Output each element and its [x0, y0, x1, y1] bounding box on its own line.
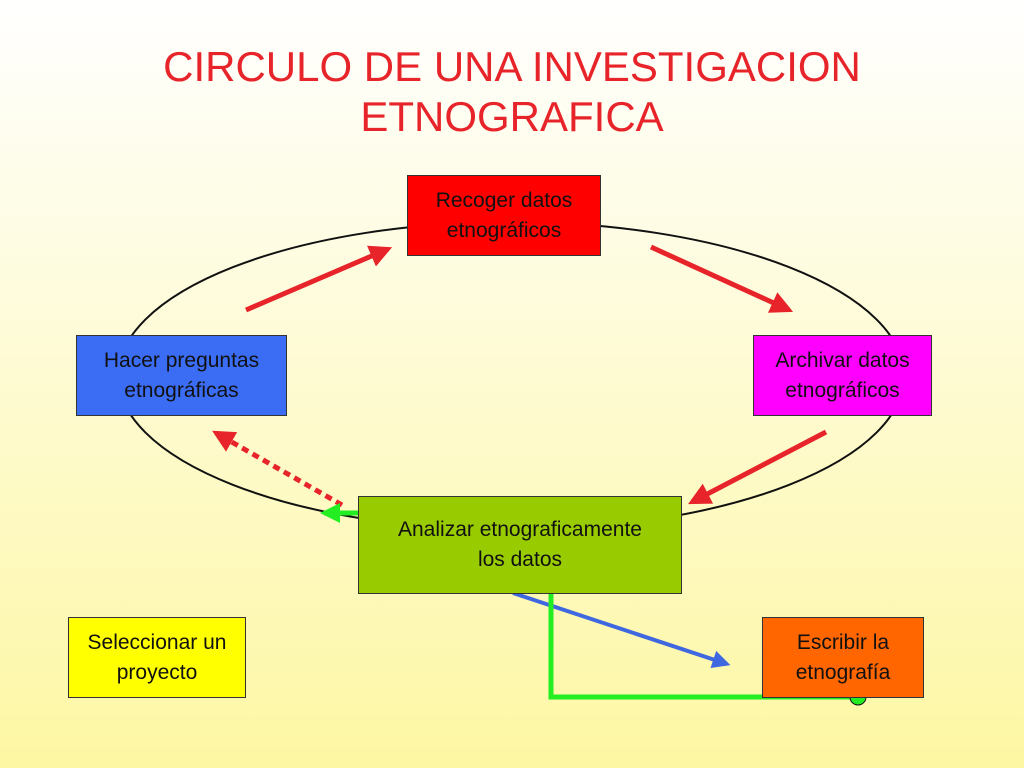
node-analizar-line-2: los datos [477, 548, 563, 571]
page-title: CIRCULO DE UNA INVESTIGACION ETNOGRAFICA [0, 42, 1024, 142]
node-archivar-datos: Archivar datos etnográficos [753, 335, 932, 416]
arrow-analizar-to-hacer-dashed [212, 430, 344, 508]
node-recoger-line-1: Recoger datos [435, 188, 573, 212]
title-line-1: CIRCULO DE UNA INVESTIGACION [163, 43, 861, 90]
node-hacer-line-1: Hacer preguntas [103, 348, 260, 372]
node-escribir-line-1: Escribir la [796, 630, 890, 654]
title-line-2: ETNOGRAFICA [360, 93, 664, 140]
node-seleccionar-line-2: proyecto [116, 660, 198, 684]
node-analizar-line-1: Analizar etnograficamente [398, 518, 642, 541]
arrow-analizar-to-escribir [512, 591, 731, 669]
node-hacer-preguntas: Hacer preguntas etnográficas [76, 335, 287, 416]
arrow-archivar-to-analizar [688, 429, 828, 505]
node-seleccionar-line-1: Seleccionar un [87, 630, 227, 654]
node-archivar-line-1: Archivar datos [775, 348, 910, 372]
node-analizar-datos: Analizar etnograficamente los datos [358, 496, 682, 594]
node-seleccionar-proyecto: Seleccionar un proyecto [68, 617, 246, 698]
node-recoger-datos: Recoger datos etnográficos [407, 175, 601, 256]
node-escribir-etnografia: Escribir la etnografía [762, 617, 924, 698]
node-archivar-line-2: etnográficos [785, 378, 900, 402]
arrow-hacer-to-recoger [245, 245, 393, 313]
arrow-recoger-to-archivar [649, 244, 794, 313]
node-escribir-line-2: etnografía [795, 660, 891, 684]
node-hacer-line-2: etnográficas [124, 378, 239, 402]
node-recoger-line-2: etnográficos [446, 218, 562, 242]
